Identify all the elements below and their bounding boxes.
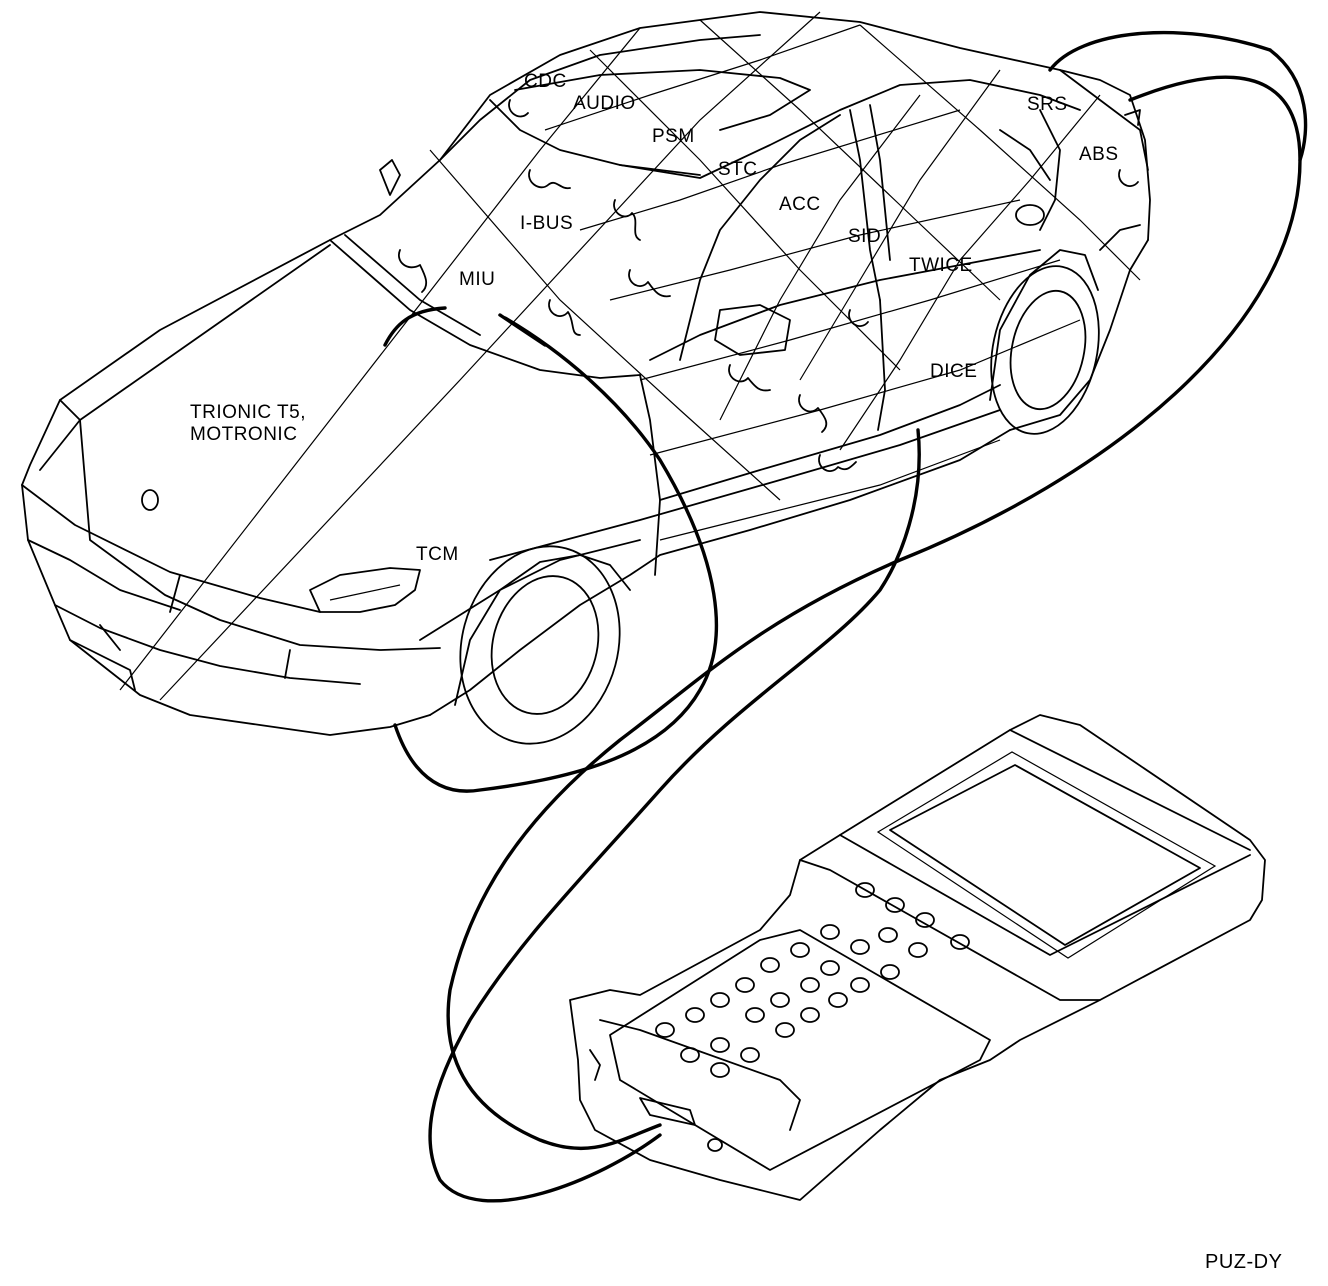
module-label-stc: STC: [718, 159, 758, 180]
module-label-cdc: CDC: [524, 71, 567, 92]
module-label-miu: MIU: [459, 269, 496, 290]
module-label-engine: TRIONIC T5, MOTRONIC: [190, 402, 306, 445]
module-label-sid: SID: [848, 226, 882, 247]
module-label-tcm: TCM: [416, 544, 459, 565]
keypad-buttons: [655, 882, 970, 1078]
module-label-dice: DICE: [930, 361, 978, 382]
diagnostic-cables: [383, 30, 1308, 1203]
module-label-acc: ACC: [779, 194, 821, 215]
car-illustration: [21, 11, 1151, 745]
scan-tool-illustration: [569, 714, 1266, 1201]
figure-code: PUZ-DY: [1205, 1251, 1283, 1273]
module-label-ibus: I-BUS: [520, 213, 574, 234]
module-label-abs: ABS: [1079, 144, 1119, 165]
module-label-srs: SRS: [1027, 94, 1068, 115]
network-puzzle-overlay: [119, 11, 1141, 701]
module-label-audio: AUDIO: [573, 93, 636, 114]
module-label-psm: PSM: [652, 126, 695, 147]
module-label-twice: TWICE: [909, 255, 973, 276]
